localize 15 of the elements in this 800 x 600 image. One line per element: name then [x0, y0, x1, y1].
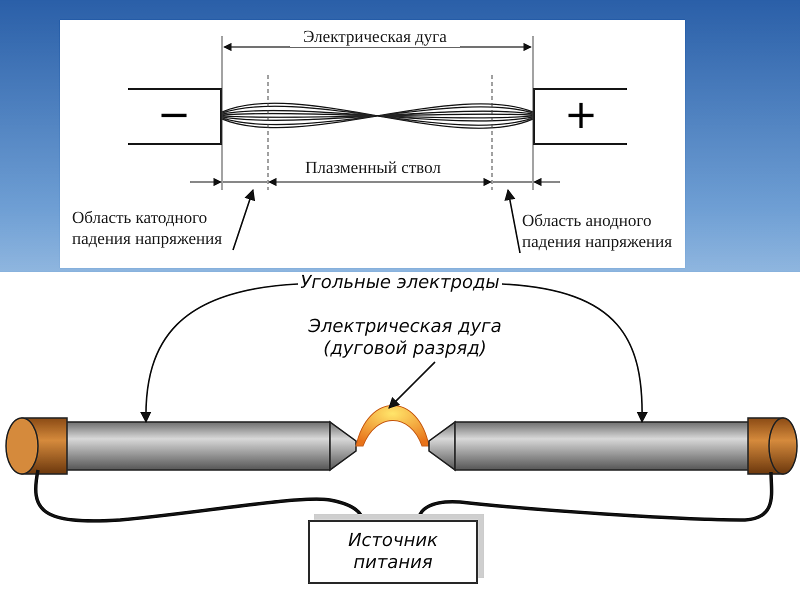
cable — [34, 470, 364, 523]
arrow — [502, 283, 648, 424]
leader-line — [232, 188, 256, 250]
callout-text: Область анодного падения напряжения — [522, 210, 682, 252]
callout-text: Электрическая дуга (дуговой разряд) — [280, 316, 530, 360]
carbon-electrode-rod — [5, 417, 357, 475]
electrode-end: + — [533, 88, 627, 145]
arrow — [388, 361, 436, 409]
carbon-electrode-rod — [428, 417, 798, 475]
arrow — [140, 283, 298, 424]
cable — [417, 472, 774, 522]
electrode-end: − — [128, 88, 222, 145]
callout-text: Область катодного падения напряжения — [72, 207, 232, 249]
leader-line — [504, 188, 521, 254]
callout-text: Угольные электроды — [300, 272, 500, 294]
